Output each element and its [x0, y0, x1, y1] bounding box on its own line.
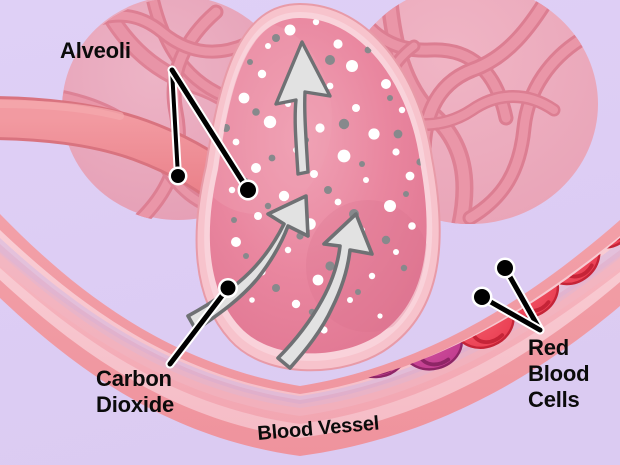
- leader-lines: [165, 65, 545, 369]
- co2-arrow-right: [276, 212, 374, 370]
- label-carbon-dioxide-line2: Dioxide: [96, 392, 174, 417]
- label-red-blood-cells-line3: Cells: [528, 387, 580, 412]
- label-red-blood-cells-line2: Blood: [528, 361, 589, 386]
- label-red-blood-cells-line1: Red: [528, 335, 569, 360]
- label-carbon-dioxide-line1: Carbon: [96, 366, 172, 391]
- exhale-arrow-top: [274, 40, 332, 176]
- oxygen-particles: [228, 18, 416, 334]
- label-alveoli: Alveoli: [60, 38, 131, 63]
